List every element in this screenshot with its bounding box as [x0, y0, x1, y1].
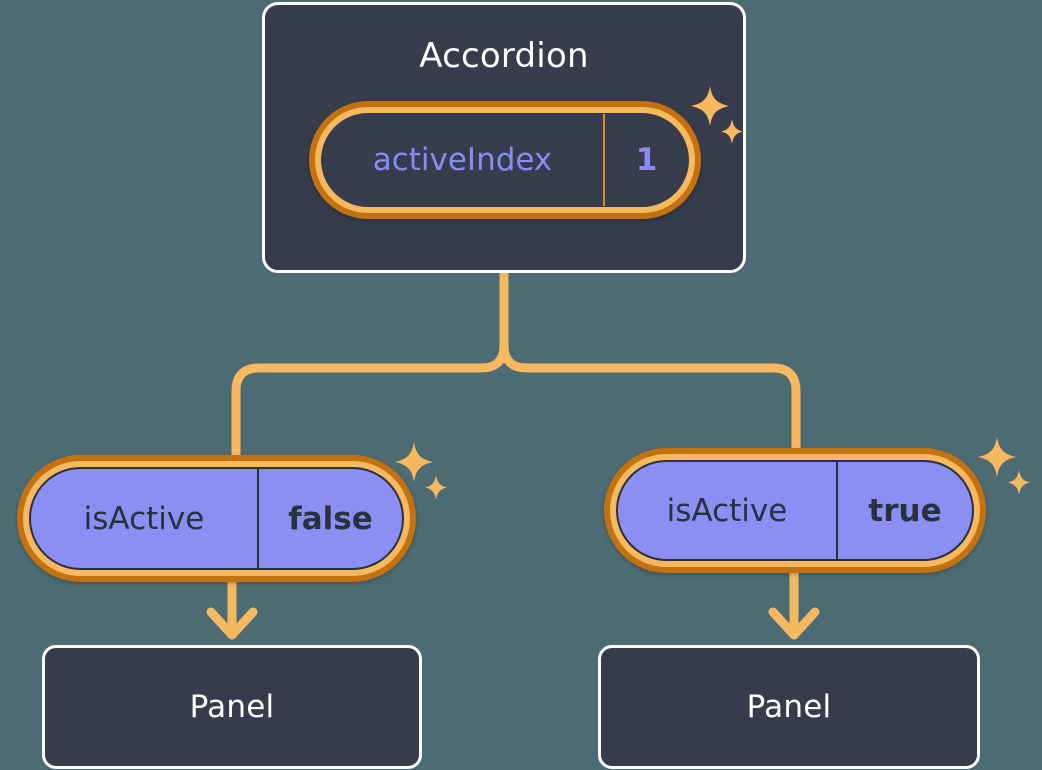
state-pill-value: true	[868, 492, 942, 529]
pill-inner-ring: isActive false	[23, 461, 410, 576]
component-box-panel-right[interactable]: Panel	[598, 645, 980, 769]
component-title-panel-right: Panel	[746, 688, 832, 725]
state-pill-is-active-left[interactable]: isActive false	[17, 455, 416, 582]
state-pill-is-active-right[interactable]: isActive true	[604, 448, 986, 573]
pill-inner-ring: activeIndex 1	[315, 107, 695, 213]
branch-connector-left-icon	[231, 340, 509, 465]
state-pill-key: activeIndex	[322, 114, 605, 206]
sparkle-four-point-icon	[978, 437, 1016, 477]
pill-inner-ring: isActive true	[610, 454, 980, 567]
sparkle-group-right-pill	[975, 435, 1037, 497]
arrow-down-icon-right	[768, 568, 820, 640]
sparkle-four-point-small-icon	[1008, 470, 1030, 495]
component-title-accordion: Accordion	[419, 36, 589, 76]
pill-body: isActive true	[616, 460, 974, 561]
state-pill-key: isActive	[618, 462, 838, 559]
state-pill-value: false	[288, 500, 373, 537]
component-box-panel-left[interactable]: Panel	[42, 645, 422, 769]
arrow-down-icon-left	[206, 577, 258, 640]
state-pill-key: isActive	[31, 469, 259, 568]
state-pill-active-index[interactable]: activeIndex 1	[309, 101, 701, 219]
pill-body: activeIndex 1	[321, 113, 689, 207]
branch-connector-icon	[499, 268, 801, 457]
pill-body: isActive false	[29, 467, 404, 570]
state-pill-value: 1	[635, 142, 658, 178]
sparkle-four-point-small-icon	[425, 475, 447, 500]
sparkle-four-point-icon	[395, 442, 433, 482]
component-title-panel-left: Panel	[189, 688, 275, 725]
